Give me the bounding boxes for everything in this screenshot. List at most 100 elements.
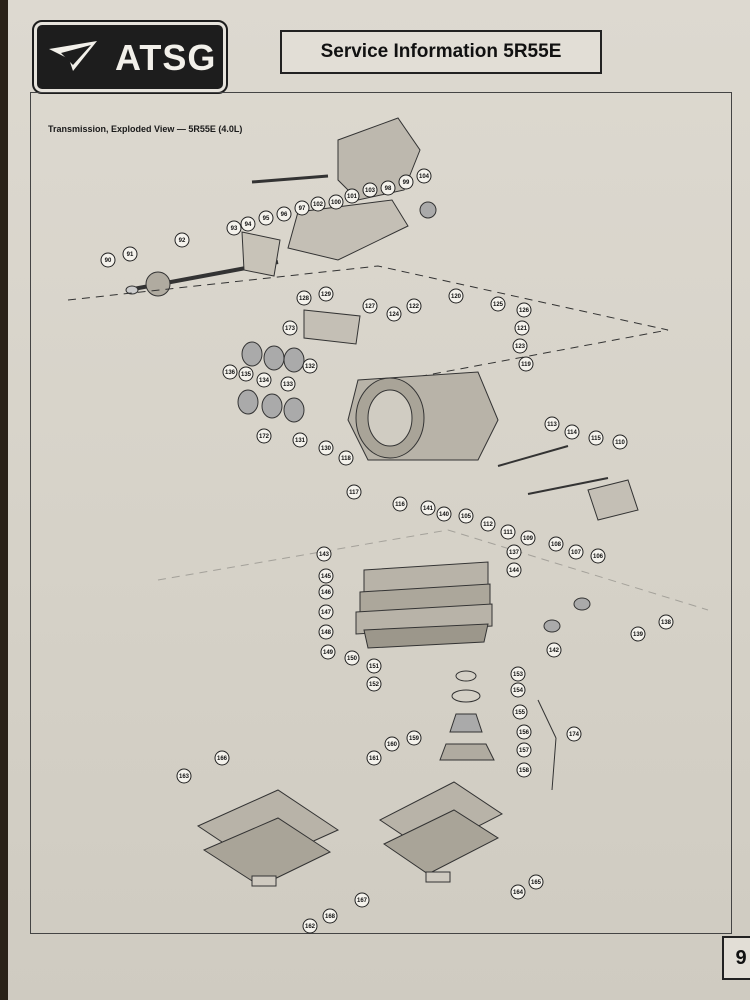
callout-152: 152 — [366, 676, 382, 692]
callout-128: 128 — [296, 290, 312, 306]
callout-109: 109 — [520, 530, 536, 546]
svg-text:131: 131 — [295, 438, 306, 444]
svg-text:114: 114 — [567, 430, 577, 436]
callout-146: 146 — [318, 584, 334, 600]
svg-text:96: 96 — [281, 212, 288, 218]
svg-text:112: 112 — [483, 522, 493, 528]
callout-166: 166 — [214, 750, 230, 766]
callout-157: 157 — [516, 742, 532, 758]
svg-text:123: 123 — [515, 344, 526, 350]
svg-text:101: 101 — [347, 194, 358, 200]
svg-text:149: 149 — [323, 650, 334, 656]
svg-text:90: 90 — [105, 258, 112, 264]
diagram-frame — [30, 92, 732, 934]
callout-160: 160 — [384, 736, 400, 752]
callout-114: 114 — [564, 424, 580, 440]
callout-99: 99 — [398, 174, 414, 190]
page-number-box: 9 — [722, 936, 750, 980]
callout-149: 149 — [320, 644, 336, 660]
callout-98: 98 — [380, 180, 396, 196]
svg-text:160: 160 — [387, 742, 398, 748]
callout-124: 124 — [386, 306, 402, 322]
callout-150: 150 — [344, 650, 360, 666]
svg-text:150: 150 — [347, 656, 358, 662]
callout-154: 154 — [510, 682, 526, 698]
svg-text:156: 156 — [519, 730, 530, 736]
callout-labels: 9091929394959697989910010110210310410510… — [100, 168, 674, 934]
svg-text:111: 111 — [503, 530, 513, 536]
callout-115: 115 — [588, 430, 604, 446]
callout-136: 136 — [222, 364, 238, 380]
svg-text:127: 127 — [365, 304, 376, 310]
svg-text:95: 95 — [263, 216, 270, 222]
svg-text:139: 139 — [633, 632, 644, 638]
svg-text:126: 126 — [519, 308, 530, 314]
svg-text:106: 106 — [593, 554, 604, 560]
page-number: 9 — [735, 947, 747, 969]
callout-130: 130 — [318, 440, 334, 456]
svg-text:157: 157 — [519, 748, 530, 754]
callout-92: 92 — [174, 232, 190, 248]
callout-116: 116 — [392, 496, 408, 512]
callout-151: 151 — [366, 658, 382, 674]
svg-text:103: 103 — [365, 188, 376, 194]
svg-text:153: 153 — [513, 672, 524, 678]
callout-117: 117 — [346, 484, 362, 500]
callout-140: 140 — [436, 506, 452, 522]
svg-text:143: 143 — [319, 552, 330, 558]
svg-text:162: 162 — [305, 924, 316, 930]
svg-text:129: 129 — [321, 292, 332, 298]
svg-text:167: 167 — [357, 898, 368, 904]
svg-text:110: 110 — [615, 440, 625, 446]
svg-text:118: 118 — [341, 456, 351, 462]
svg-text:120: 120 — [451, 294, 462, 300]
callout-172: 172 — [256, 428, 272, 444]
callout-173: 173 — [282, 320, 298, 336]
svg-text:164: 164 — [513, 890, 524, 896]
callout-96: 96 — [276, 206, 292, 222]
svg-text:105: 105 — [461, 514, 472, 520]
svg-text:99: 99 — [403, 180, 410, 186]
callout-129: 129 — [318, 286, 334, 302]
svg-text:92: 92 — [179, 238, 186, 244]
callout-126: 126 — [516, 302, 532, 318]
callout-145: 145 — [318, 568, 334, 584]
callout-127: 127 — [362, 298, 378, 314]
svg-text:128: 128 — [299, 296, 310, 302]
callout-122: 122 — [406, 298, 422, 314]
manual-page: ATSG Service Information 5R55E Transmiss… — [8, 0, 750, 1000]
callout-148: 148 — [318, 624, 334, 640]
svg-text:147: 147 — [321, 610, 332, 616]
callout-156: 156 — [516, 724, 532, 740]
svg-text:158: 158 — [519, 768, 530, 774]
svg-text:145: 145 — [321, 574, 332, 580]
callout-125: 125 — [490, 296, 506, 312]
callout-142: 142 — [546, 642, 562, 658]
callout-105: 105 — [458, 508, 474, 524]
atsg-logo: ATSG — [32, 20, 228, 94]
svg-text:134: 134 — [259, 378, 270, 384]
svg-text:109: 109 — [523, 536, 534, 542]
svg-text:165: 165 — [531, 880, 542, 886]
callout-90: 90 — [100, 252, 116, 268]
callout-143: 143 — [316, 546, 332, 562]
callout-93: 93 — [226, 220, 242, 236]
svg-text:130: 130 — [321, 446, 332, 452]
callout-141: 141 — [420, 500, 436, 516]
svg-text:151: 151 — [369, 664, 380, 670]
callout-153: 153 — [510, 666, 526, 682]
callout-95: 95 — [258, 210, 274, 226]
svg-text:155: 155 — [515, 710, 526, 716]
svg-text:135: 135 — [241, 372, 252, 378]
callout-161: 161 — [366, 750, 382, 766]
svg-text:116: 116 — [395, 502, 405, 508]
callout-137: 137 — [506, 544, 522, 560]
svg-text:141: 141 — [423, 506, 434, 512]
svg-text:154: 154 — [513, 688, 524, 694]
svg-text:91: 91 — [127, 252, 134, 258]
svg-text:124: 124 — [389, 312, 400, 318]
svg-text:93: 93 — [231, 226, 238, 232]
callout-162: 162 — [302, 918, 318, 934]
callout-168: 168 — [322, 908, 338, 924]
callout-164: 164 — [510, 884, 526, 900]
